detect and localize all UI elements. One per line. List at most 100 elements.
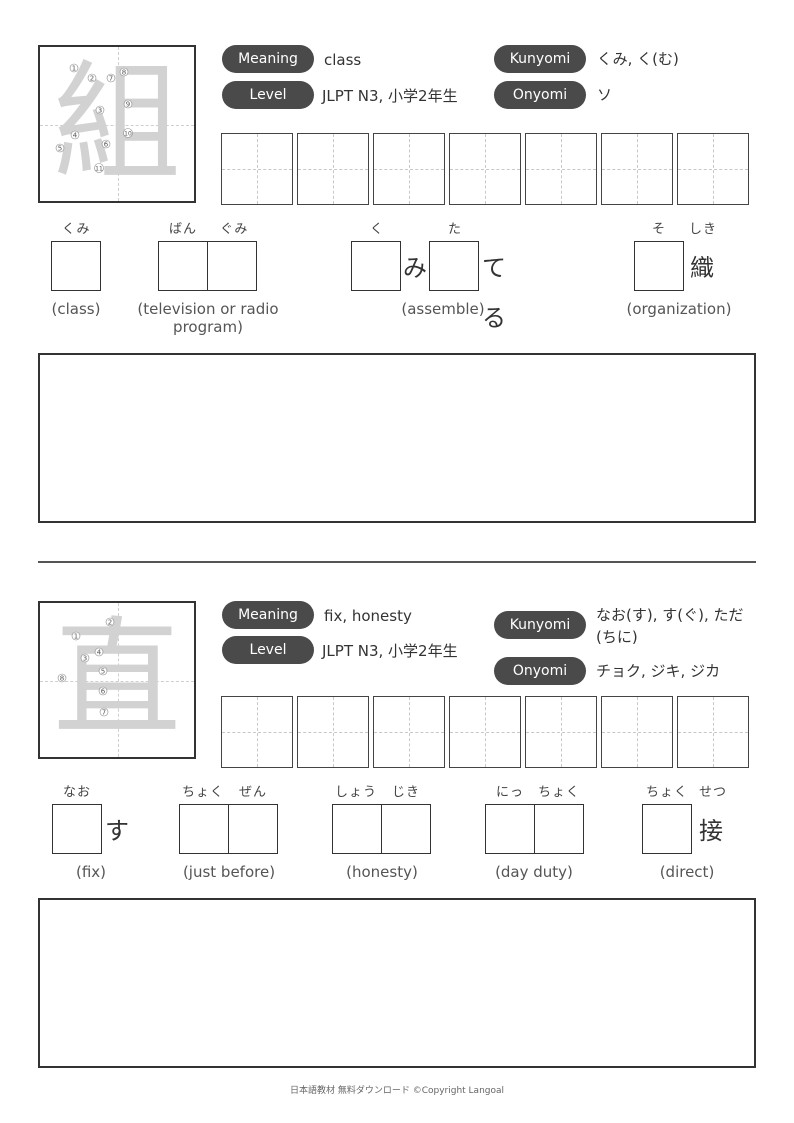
stroke-number: 6 (104, 141, 109, 149)
stroke-number-markers: 1 2 3 4 5 6 7 8 9 10 11 (55, 63, 133, 173)
answer-box[interactable] (381, 804, 431, 854)
kanji-character: 直 (52, 605, 181, 754)
meaning-label: Meaning (222, 45, 314, 73)
stroke-number: 4 (73, 132, 78, 140)
furigana: にっ (496, 785, 525, 800)
okurigana: てる (482, 254, 506, 332)
furigana: じき (392, 785, 421, 800)
kunyomi-label: Kunyomi (494, 611, 586, 639)
furigana: ちょく (182, 785, 225, 800)
answer-box[interactable] (51, 241, 101, 291)
kunyomi-value: なお(す), す(ぐ), ただ(ちに) (596, 606, 744, 646)
okurigana: す (105, 817, 129, 845)
practice-cell[interactable] (449, 133, 521, 205)
stroke-number: 1 (74, 633, 78, 641)
furigana: なお (63, 785, 92, 800)
furigana: く (370, 222, 385, 237)
stroke-number: 5 (58, 145, 62, 153)
furigana: ばん (169, 222, 198, 237)
practice-cell[interactable] (601, 696, 673, 768)
stroke-number: 3 (98, 107, 102, 115)
level-label: Level (222, 636, 314, 664)
vocab-kanji: 接 (699, 817, 723, 845)
onyomi-value: ソ (597, 86, 613, 104)
practice-cell[interactable] (677, 696, 749, 768)
vocab-gloss: (fix) (75, 863, 107, 881)
practice-cell[interactable] (221, 696, 293, 768)
copyright-footer: 日本語教材 無料ダウンロード ©Copyright Langoal (289, 1086, 505, 1096)
practice-cell[interactable] (297, 696, 369, 768)
stroke-number: 4 (97, 649, 102, 657)
level-value: JLPT N3, 小学2年生 (322, 87, 458, 105)
furigana: ちょく (646, 785, 689, 800)
practice-cell[interactable] (525, 133, 597, 205)
furigana: そ (652, 222, 667, 237)
meaning-value: class (324, 51, 362, 69)
answer-box[interactable] (429, 241, 479, 291)
stroke-order-diagram: 直 1 2 3 4 5 6 7 8 (38, 601, 196, 759)
stroke-number: 7 (109, 75, 113, 83)
practice-cell[interactable] (221, 133, 293, 205)
stroke-number: 10 (124, 131, 132, 138)
practice-cell[interactable] (601, 133, 673, 205)
stroke-order-diagram: 組 1 2 3 4 5 6 7 8 9 10 11 (38, 45, 196, 203)
kunyomi-label: Kunyomi (494, 45, 586, 73)
furigana: しょう (335, 785, 378, 800)
answer-box[interactable] (332, 804, 382, 854)
kanji-section-1: 組 1 2 3 4 5 6 7 8 9 10 11 Meaning class … (0, 0, 794, 540)
furigana: ぜん (239, 785, 268, 800)
practice-cell[interactable] (525, 696, 597, 768)
answer-box[interactable] (634, 241, 684, 291)
stroke-number: 5 (101, 668, 105, 676)
vocab-gloss: (direct) (659, 863, 715, 881)
practice-cell[interactable] (373, 133, 445, 205)
section-divider (38, 561, 756, 563)
practice-cell[interactable] (297, 133, 369, 205)
stroke-number: 2 (90, 75, 94, 83)
answer-box[interactable] (534, 804, 584, 854)
vocab-gloss: (organization) (626, 300, 732, 318)
notes-box[interactable] (38, 898, 756, 1068)
practice-cell[interactable] (677, 133, 749, 205)
stroke-number: 3 (83, 655, 87, 663)
furigana: ぐみ (220, 222, 249, 237)
furigana: た (448, 222, 463, 237)
furigana: ちょく (538, 785, 581, 800)
stroke-number: 9 (126, 101, 130, 109)
stroke-number: 6 (101, 688, 106, 696)
kanji-character: 組 (52, 49, 181, 198)
answer-box[interactable] (228, 804, 278, 854)
answer-box[interactable] (485, 804, 535, 854)
stroke-number-markers: 1 2 3 4 5 6 7 8 (57, 617, 115, 717)
meaning-label: Meaning (222, 601, 314, 629)
answer-box[interactable] (207, 241, 257, 291)
furigana: しき (689, 222, 718, 237)
stroke-number: 11 (95, 166, 103, 173)
level-value: JLPT N3, 小学2年生 (322, 642, 458, 660)
answer-box[interactable] (179, 804, 229, 854)
vocab-gloss: (just before) (182, 863, 276, 881)
answer-box[interactable] (351, 241, 401, 291)
furigana: くみ (62, 222, 91, 237)
practice-cell[interactable] (373, 696, 445, 768)
onyomi-value: チョク, ジキ, ジカ (596, 662, 721, 680)
practice-cell[interactable] (449, 696, 521, 768)
answer-box[interactable] (52, 804, 102, 854)
notes-box[interactable] (38, 353, 756, 523)
onyomi-label: Onyomi (494, 657, 586, 685)
vocab-kanji: 織 (690, 254, 714, 282)
answer-box[interactable] (158, 241, 208, 291)
stroke-number: 8 (60, 675, 64, 683)
stroke-number: 1 (72, 65, 76, 73)
answer-box[interactable] (642, 804, 692, 854)
kunyomi-value: くみ, く(む) (597, 50, 679, 68)
kanji-section-2: 直 1 2 3 4 5 6 7 8 Meaning fix, honesty L… (0, 0, 794, 1068)
meaning-value: fix, honesty (324, 607, 412, 625)
vocab-gloss: (assemble) (401, 300, 485, 318)
okurigana: み (403, 254, 427, 282)
vocab-gloss: (honesty) (346, 863, 418, 881)
vocab-gloss: (class) (51, 300, 101, 318)
stroke-number: 2 (108, 619, 112, 627)
onyomi-label: Onyomi (494, 81, 586, 109)
vocab-gloss: (television or radio program) (137, 300, 279, 336)
